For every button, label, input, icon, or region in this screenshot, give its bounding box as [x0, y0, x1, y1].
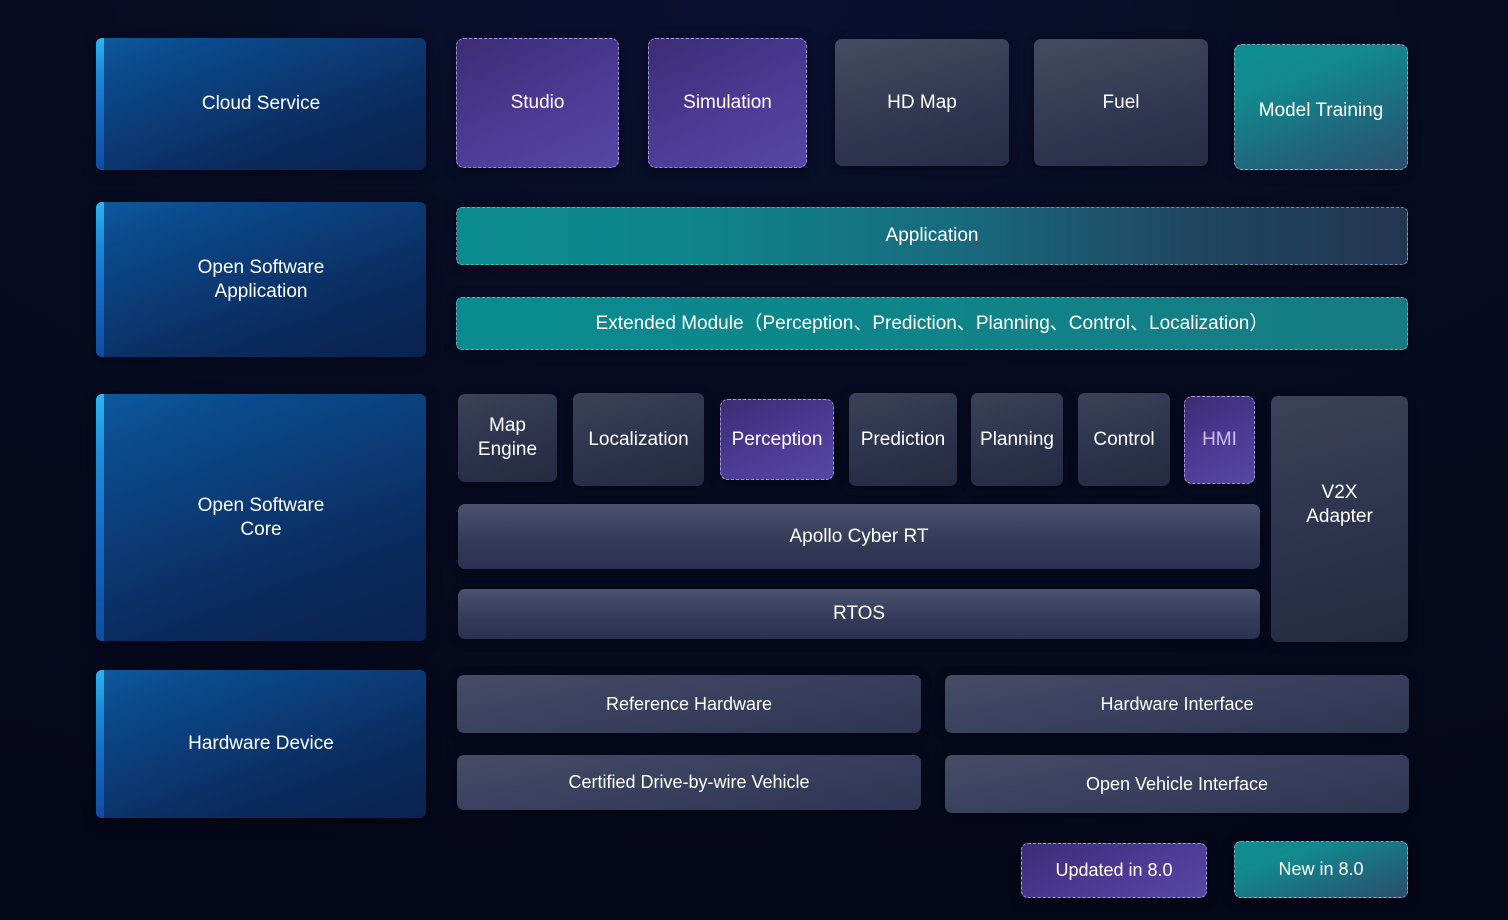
cloud-item-model-training[interactable]: Model Training	[1234, 44, 1408, 170]
core-module-v2x-adapter[interactable]: V2X Adapter	[1271, 396, 1408, 642]
cloud-item-simulation[interactable]: Simulation	[648, 38, 807, 168]
application-bar[interactable]: Application	[456, 207, 1408, 265]
cloud-item-studio[interactable]: Studio	[456, 38, 619, 168]
hardware-item-certified-vehicle[interactable]: Certified Drive-by-wire Vehicle	[457, 755, 921, 810]
core-module-prediction[interactable]: Prediction	[849, 393, 957, 486]
core-module-perception[interactable]: Perception	[720, 399, 834, 480]
legend-new-in-8[interactable]: New in 8.0	[1234, 841, 1408, 898]
core-module-localization[interactable]: Localization	[573, 393, 704, 486]
legend-updated-in-8[interactable]: Updated in 8.0	[1021, 843, 1207, 898]
hardware-item-open-vehicle-interface[interactable]: Open Vehicle Interface	[945, 755, 1409, 813]
hardware-item-reference-hardware[interactable]: Reference Hardware	[457, 675, 921, 733]
core-module-control[interactable]: Control	[1078, 393, 1170, 486]
core-platform-cyber-rt[interactable]: Apollo Cyber RT	[458, 504, 1260, 569]
core-platform-rtos[interactable]: RTOS	[458, 589, 1260, 639]
cloud-item-hd-map[interactable]: HD Map	[835, 39, 1009, 166]
core-module-map-engine[interactable]: Map Engine	[458, 394, 557, 482]
layer-label-open-software-core[interactable]: Open Software Core	[96, 394, 426, 641]
core-module-hmi[interactable]: HMI	[1184, 396, 1255, 484]
extended-module-bar[interactable]: Extended Module（Perception、Prediction、Pl…	[456, 297, 1408, 350]
layer-label-cloud-service[interactable]: Cloud Service	[96, 38, 426, 170]
cloud-item-fuel[interactable]: Fuel	[1034, 39, 1208, 166]
hardware-item-hardware-interface[interactable]: Hardware Interface	[945, 675, 1409, 733]
layer-label-hardware-device[interactable]: Hardware Device	[96, 670, 426, 818]
layer-label-open-software-application[interactable]: Open Software Application	[96, 202, 426, 357]
core-module-planning[interactable]: Planning	[971, 393, 1063, 486]
